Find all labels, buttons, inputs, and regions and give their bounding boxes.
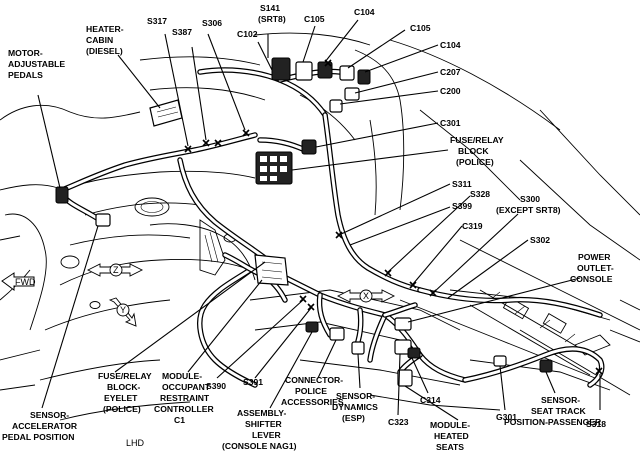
leader-lines xyxy=(37,19,601,421)
c102-connector xyxy=(271,57,291,81)
c105-connector xyxy=(295,61,313,81)
label-s387: S387 xyxy=(172,27,192,37)
shifter-connector xyxy=(305,321,319,333)
c104-right-connector xyxy=(357,69,371,85)
label-s390: S390 xyxy=(206,381,226,391)
heated-seat-connector xyxy=(397,369,413,387)
label-s391: S391 xyxy=(243,377,263,387)
label-s302: S302 xyxy=(530,235,550,245)
label-c200: C200 xyxy=(440,86,461,96)
x-axis-arrow: X xyxy=(336,289,396,303)
label-c323: C323 xyxy=(388,417,409,427)
label-s317: S317 xyxy=(147,16,167,26)
label-s328: S328 xyxy=(470,189,490,199)
sensor-dynamics-connector xyxy=(351,341,365,355)
c301-connector xyxy=(301,139,317,155)
label-s300: S300 (EXCEPT SRT8) xyxy=(496,194,561,215)
label-sensor-accelerator: SENSOR- ACCELERATOR PEDAL POSITION xyxy=(2,410,79,442)
accelerator-sensor-connector xyxy=(95,213,111,227)
label-c102: C102 xyxy=(237,29,258,39)
label-s306: S306 xyxy=(202,18,222,28)
label-c207: C207 xyxy=(440,67,461,77)
label-c301: C301 xyxy=(440,118,461,128)
seat-track-sensor xyxy=(539,359,553,373)
label-c314: C314 xyxy=(420,395,441,405)
heater-cabin-component xyxy=(149,99,183,127)
label-lhd: LHD xyxy=(126,438,145,448)
fwd-arrow: FWD xyxy=(1,272,36,291)
label-fuse-relay-block-eyelet: FUSE/RELAY BLOCK- EYELET (POLICE) xyxy=(98,371,154,414)
label-heater-cabin: HEATER- CABIN (DIESEL) xyxy=(86,24,126,56)
label-module-heated-seats: MODULE- HEATED SEATS xyxy=(430,420,473,452)
svg-text:Z: Z xyxy=(113,265,119,275)
svg-text:Y: Y xyxy=(120,305,126,315)
orc-module xyxy=(254,254,289,286)
svg-text:FWD: FWD xyxy=(15,277,36,287)
c105-right-connector xyxy=(339,65,355,81)
svg-text:X: X xyxy=(363,291,369,301)
labels: MOTOR- ADJUSTABLE PEDALS HEATER- CABIN (… xyxy=(2,3,616,452)
label-c104-right: C104 xyxy=(440,40,461,50)
c200-connector xyxy=(329,99,343,113)
label-module-occupant-restraint: MODULE- OCCUPANT RESTRAINT CONTROLLER C1 xyxy=(154,371,216,425)
label-g301: G301 xyxy=(496,412,517,422)
label-c105-right: C105 xyxy=(410,23,431,33)
splice-marks xyxy=(184,59,603,375)
axis-indicators: FWD Z Y X xyxy=(1,263,396,327)
label-c104-top: C104 xyxy=(354,7,375,17)
label-assembly-shifter: ASSEMBLY- SHIFTER LEVER (CONSOLE NAG1) xyxy=(222,408,297,451)
motor-pedal-connector xyxy=(55,186,69,204)
label-sensor-dynamics: SENSOR- DYNAMICS (ESP) xyxy=(332,391,380,423)
label-s141: S141 (SRT8) xyxy=(258,3,286,24)
label-motor-adjustable-pedals: MOTOR- ADJUSTABLE PEDALS xyxy=(8,48,68,80)
c207-connector xyxy=(344,87,360,101)
z-axis-arrow: Z xyxy=(86,263,144,277)
g301-ground xyxy=(493,355,507,367)
label-fuse-relay-block-police: FUSE/RELAY BLOCK (POLICE) xyxy=(450,135,506,167)
c323-connector xyxy=(394,339,412,355)
label-c319: C319 xyxy=(462,221,483,231)
label-connector-police: CONNECTOR- POLICE ACCESSORIES xyxy=(281,375,345,407)
power-outlet-connector xyxy=(394,317,412,331)
label-sensor-seat-track: SENSOR- SEAT TRACK POSITION-PASSENGER xyxy=(504,395,602,427)
label-power-outlet-console: POWER OUTLET- CONSOLE xyxy=(570,252,616,284)
label-c105-top: C105 xyxy=(304,14,325,24)
label-s318: S318 xyxy=(586,419,606,429)
components xyxy=(55,57,553,387)
label-s399: S399 xyxy=(452,201,472,211)
label-s311: S311 xyxy=(452,179,472,189)
police-accessory-connector xyxy=(329,327,345,341)
y-axis-arrow: Y xyxy=(108,297,137,327)
